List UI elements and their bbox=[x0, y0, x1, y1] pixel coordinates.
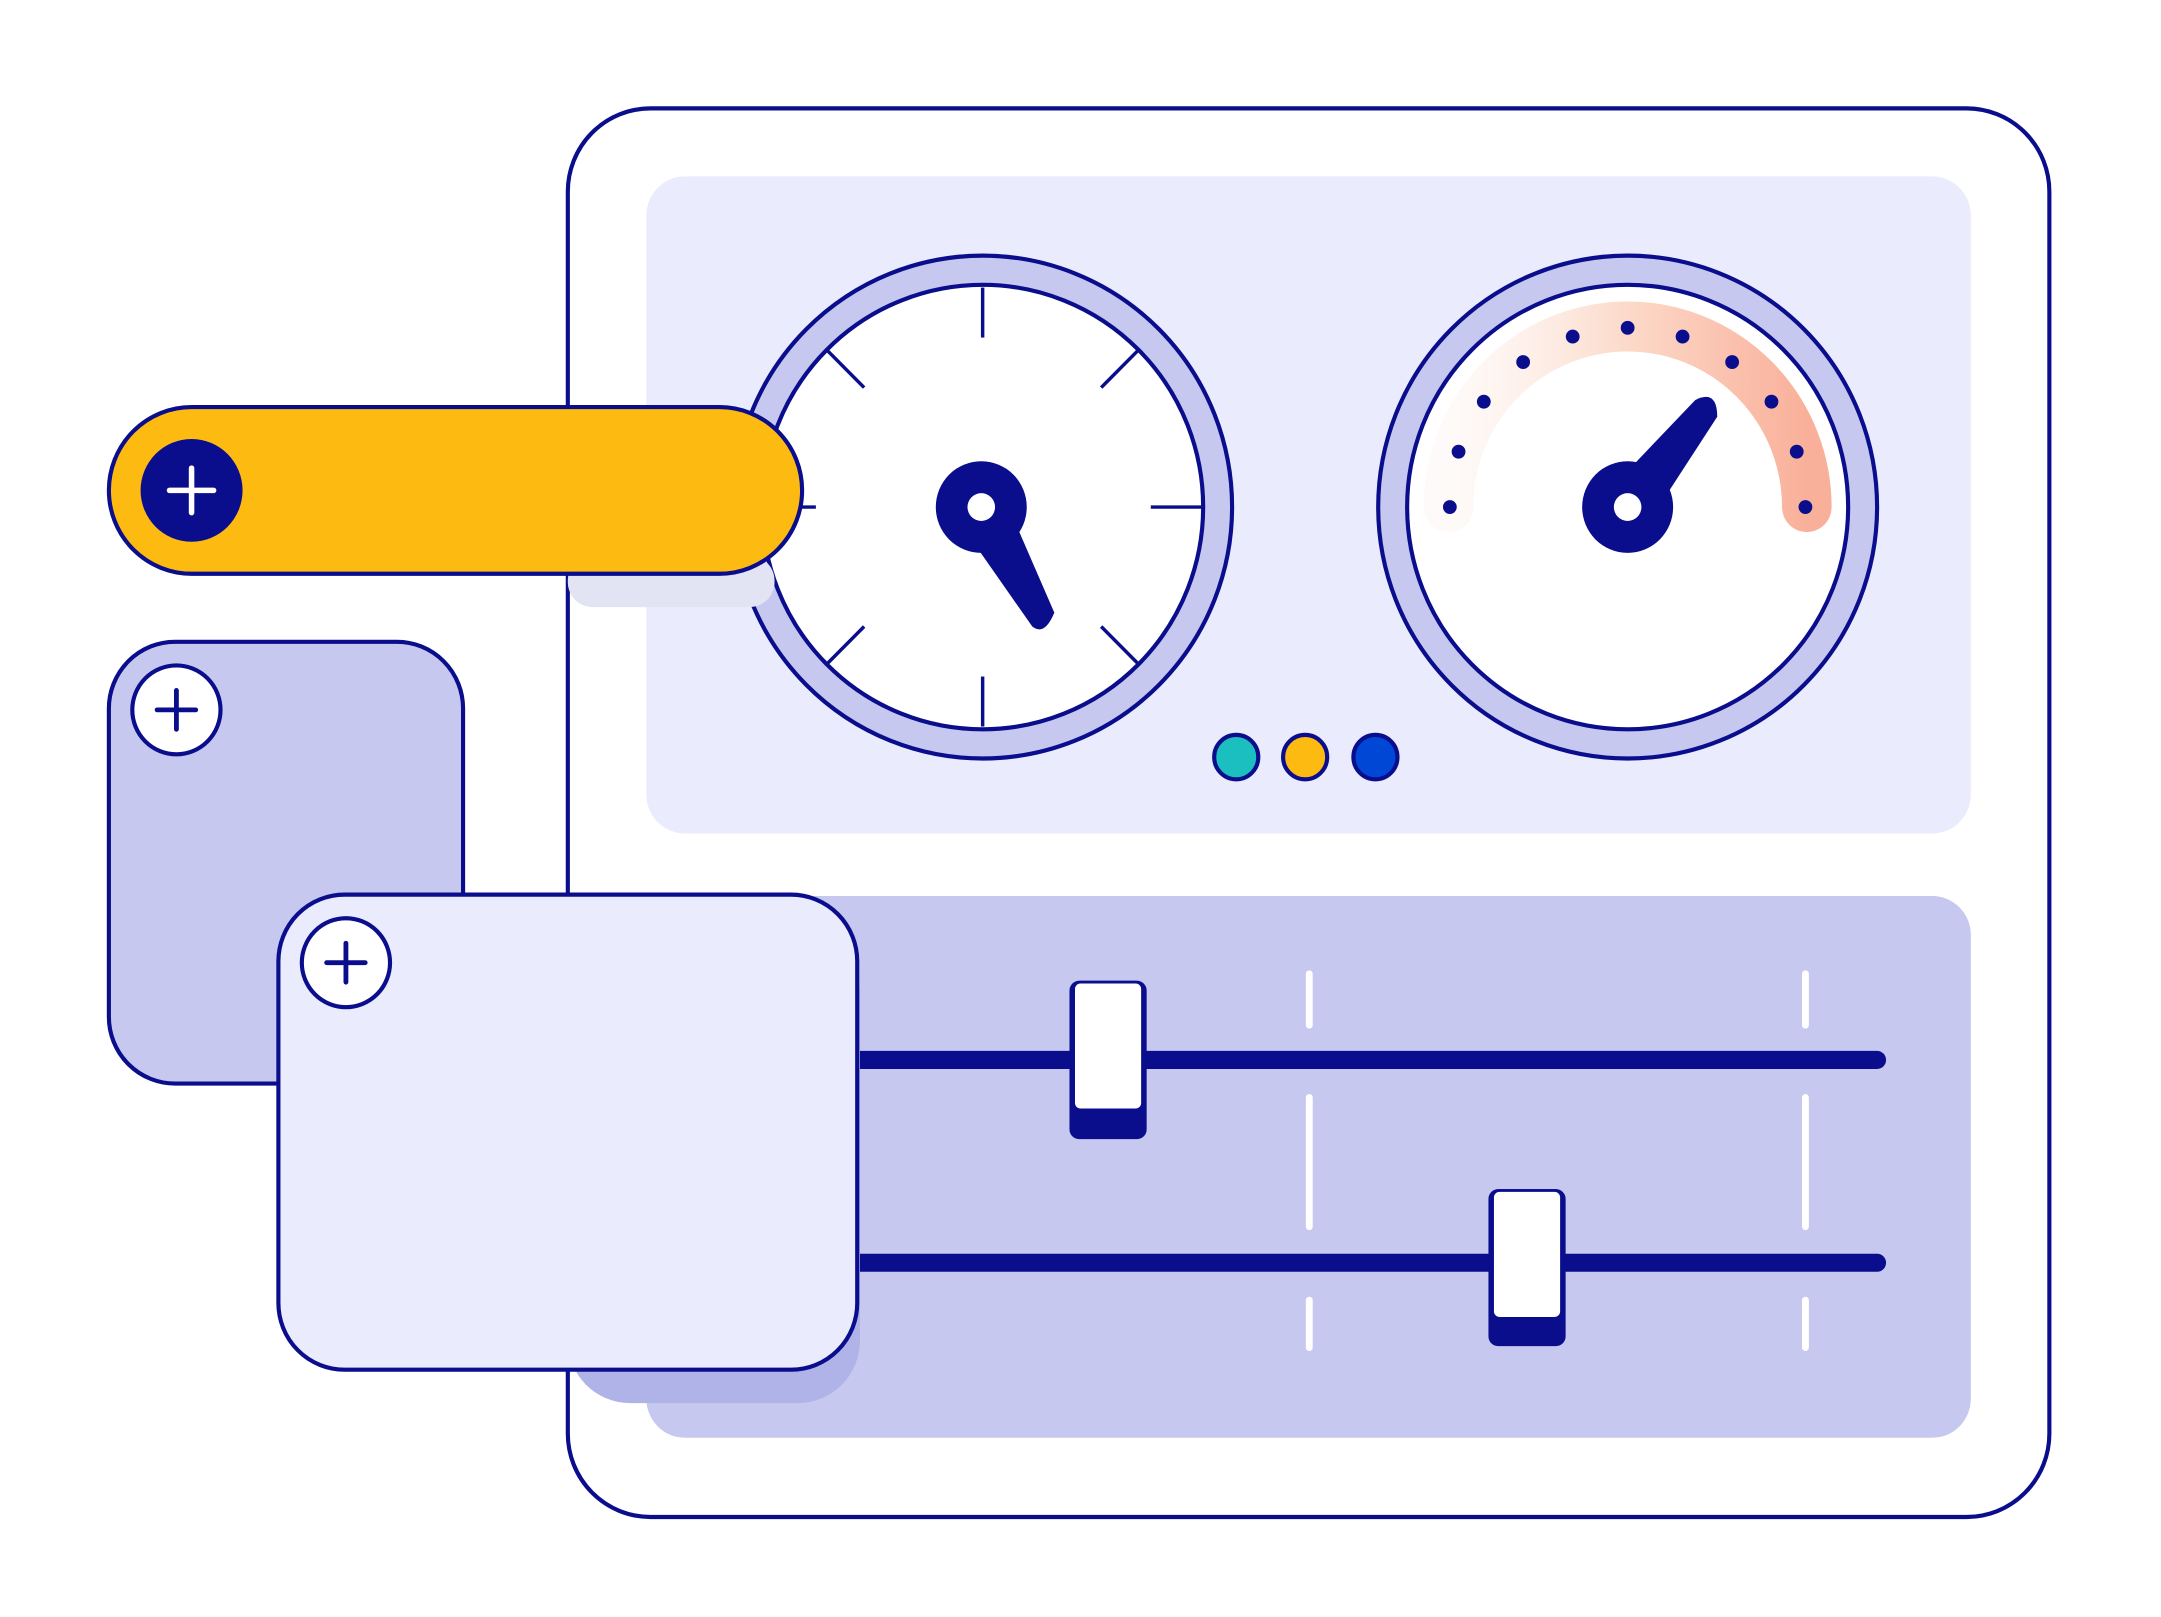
plus-icon bbox=[140, 438, 243, 542]
card-front[interactable] bbox=[276, 892, 860, 1372]
gauge-dot bbox=[1565, 329, 1580, 344]
clock-gauge bbox=[731, 253, 1235, 761]
speed-gauge bbox=[1376, 253, 1880, 761]
add-pill-button[interactable] bbox=[106, 404, 805, 576]
slider-guides bbox=[1305, 970, 1809, 1351]
indicator-teal bbox=[1212, 732, 1261, 782]
indicator-blue bbox=[1351, 732, 1400, 782]
gauge-dot bbox=[1476, 394, 1491, 409]
slider-thumb-1[interactable] bbox=[1069, 980, 1147, 1140]
gauge-dot bbox=[1451, 444, 1466, 459]
gauge-dot bbox=[1620, 320, 1635, 335]
gauge-dot bbox=[1442, 500, 1457, 514]
gauge-dot bbox=[1516, 355, 1531, 370]
gauge-dot bbox=[1725, 355, 1740, 370]
indicator-yellow bbox=[1281, 732, 1330, 782]
gauge-dot bbox=[1789, 444, 1804, 459]
gauge-dot bbox=[1675, 329, 1690, 344]
plus-icon[interactable] bbox=[299, 916, 393, 1010]
slider-thumb-2[interactable] bbox=[1488, 1189, 1566, 1347]
gauge-dot bbox=[1764, 394, 1779, 409]
gauge-dot bbox=[1798, 500, 1813, 514]
gauge-ticks bbox=[764, 287, 1202, 727]
plus-icon[interactable] bbox=[130, 663, 223, 757]
